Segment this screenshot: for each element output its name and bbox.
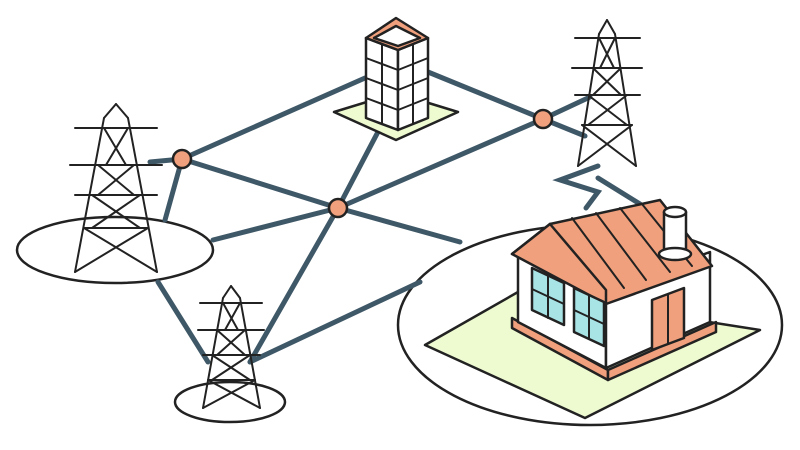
grid-junction-node-icon	[171, 148, 193, 170]
grid-junction-node-icon	[532, 108, 554, 130]
chimney	[657, 205, 693, 262]
transmission-tower-icon	[197, 285, 265, 409]
house-icon	[423, 198, 762, 420]
zone-ellipse-left	[15, 215, 215, 285]
grid-junction-node-icon	[327, 197, 349, 219]
power-lines	[147, 69, 643, 365]
office-building-icon	[332, 16, 460, 142]
zone-ellipse-bottom	[173, 380, 287, 424]
transmission-tower-icon	[69, 103, 163, 273]
transmission-tower-icon	[571, 19, 643, 167]
